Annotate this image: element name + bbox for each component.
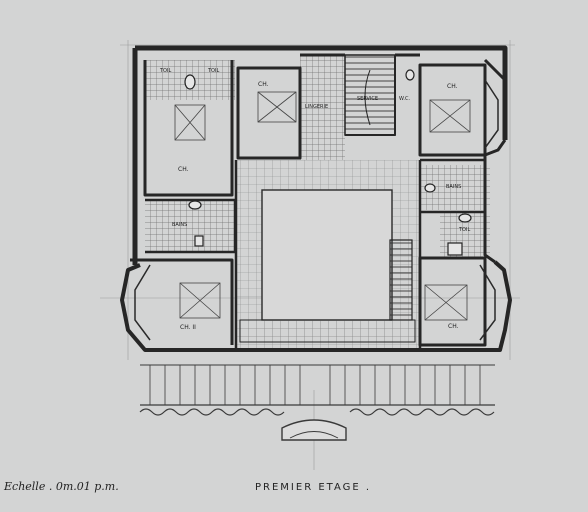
sanitary-fixtures xyxy=(184,69,472,256)
scale-note: Echelle . 0m.01 p.m. xyxy=(4,480,119,493)
room-labels: CH. LINGERIE SERVICE W.C. CH. TOIL TOIL … xyxy=(159,68,470,331)
label-bains-left: BAINS xyxy=(172,222,187,228)
label-ch-bottom-left: CH. II xyxy=(180,324,196,331)
label-toil-1: TOIL xyxy=(159,68,171,74)
room-cross-marks xyxy=(174,91,471,321)
label-ch-top-center: CH. xyxy=(258,81,269,88)
label-bains-right: BAINS xyxy=(446,184,461,190)
label-toil-2: TOIL xyxy=(207,68,219,74)
label-ch-top-right: CH. xyxy=(447,83,458,90)
staircase xyxy=(239,54,416,343)
label-ch-left-mid: CH. xyxy=(178,166,189,173)
drawing-title: PREMIER ETAGE . xyxy=(255,482,372,493)
walls xyxy=(120,45,512,352)
label-wc: W.C. xyxy=(399,96,410,102)
bay-windows xyxy=(134,79,499,341)
central-void xyxy=(261,189,393,321)
label-lingerie: LINGERIE xyxy=(305,104,328,110)
terrace-balustrade xyxy=(139,364,495,441)
label-ch-bottom-right: CH. xyxy=(448,323,459,330)
label-service: SERVICE xyxy=(357,96,378,102)
label-toil-right: TOIL xyxy=(458,227,470,233)
